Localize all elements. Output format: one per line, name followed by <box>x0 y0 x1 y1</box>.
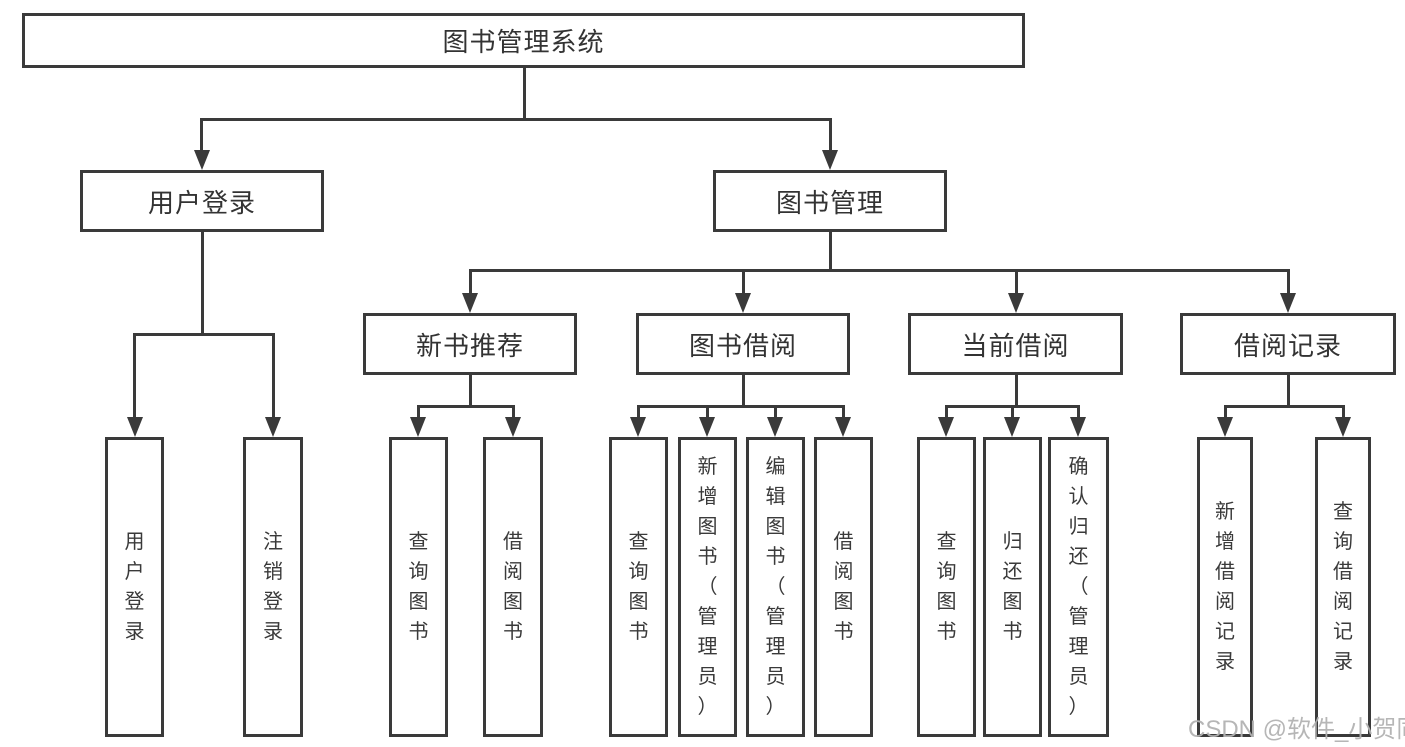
arrowhead-icon <box>1335 417 1351 437</box>
connector-line <box>842 405 845 419</box>
connector-line <box>523 66 526 121</box>
connector-line <box>1224 405 1345 408</box>
node-root: 图书管理系统 <box>22 13 1025 68</box>
connector-line <box>742 373 745 408</box>
node-user-login-branch: 用户登录 <box>80 170 324 232</box>
connector-line <box>637 405 640 419</box>
connector-line <box>1287 373 1290 408</box>
node-label: 归 还 图 书 <box>1002 531 1023 643</box>
leaf-add-borrow-record: 新 增 借 阅 记 录 <box>1197 437 1253 737</box>
node-label: 注 销 登 录 <box>263 531 283 643</box>
connector-line <box>945 405 948 419</box>
arrowhead-icon <box>194 150 210 170</box>
connector-line <box>637 405 845 408</box>
arrowhead-icon <box>505 417 521 437</box>
arrowhead-icon <box>1004 417 1020 437</box>
node-label: 用 户 登 录 <box>124 531 145 643</box>
connector-line <box>133 333 275 336</box>
connector-line <box>201 230 204 336</box>
arrowhead-icon <box>630 417 646 437</box>
node-label: 借 阅 图 书 <box>833 531 854 643</box>
node-label: 编 辑 图 书 （ 管 理 员 ） <box>765 456 786 718</box>
node-label: 新 增 图 书 （ 管 理 员 ） <box>697 456 718 718</box>
connector-line <box>1287 269 1290 295</box>
node-label: 查 询 图 书 <box>936 531 957 643</box>
connector-line <box>512 405 515 419</box>
node-label: 图书管理系统 <box>442 27 605 57</box>
node-label: 确 认 归 还 （ 管 理 员 ） <box>1068 456 1089 718</box>
node-current-borrowing: 当前借阅 <box>908 313 1123 375</box>
connector-line <box>829 118 832 152</box>
connector-line <box>417 405 420 419</box>
arrowhead-icon <box>735 293 751 313</box>
arrowhead-icon <box>265 417 281 437</box>
csdn-watermark: CSDN @软件_小贺同学 <box>1188 716 1405 743</box>
connector-line <box>1015 373 1018 408</box>
arrowhead-icon <box>127 417 143 437</box>
arrowhead-icon <box>767 417 783 437</box>
arrowhead-icon <box>699 417 715 437</box>
connector-line <box>706 405 709 419</box>
connector-line <box>742 269 745 295</box>
leaf-current-query-books: 查 询 图 书 <box>917 437 976 737</box>
connector-line <box>1015 269 1018 295</box>
arrowhead-icon <box>410 417 426 437</box>
node-new-book-recommend: 新书推荐 <box>363 313 577 375</box>
arrowhead-icon <box>1008 293 1024 313</box>
connector-line <box>469 269 1290 272</box>
node-label: 查 询 图 书 <box>628 531 649 643</box>
leaf-borrow-books: 借 阅 图 书 <box>814 437 873 737</box>
arrowhead-icon <box>835 417 851 437</box>
arrowhead-icon <box>1070 417 1086 437</box>
arrowhead-icon <box>1280 293 1296 313</box>
arrowhead-icon <box>822 150 838 170</box>
leaf-borrowing-query-books: 查 询 图 书 <box>609 437 668 737</box>
connector-line <box>272 333 275 419</box>
connector-line <box>1011 405 1014 419</box>
connector-line <box>1224 405 1227 419</box>
leaf-logout: 注 销 登 录 <box>243 437 303 737</box>
leaf-edit-books-admin: 编 辑 图 书 （ 管 理 员 ） <box>746 437 805 737</box>
arrowhead-icon <box>462 293 478 313</box>
connector-line <box>200 118 203 152</box>
leaf-query-borrow-record: 查 询 借 阅 记 录 <box>1315 437 1371 737</box>
node-label: 图书借阅 <box>688 330 797 361</box>
node-borrowing-records: 借阅记录 <box>1180 313 1396 375</box>
leaf-confirm-return-admin: 确 认 归 还 （ 管 理 员 ） <box>1048 437 1109 737</box>
node-label: 查 询 借 阅 记 录 <box>1333 501 1353 673</box>
connector-line <box>200 118 832 121</box>
arrowhead-icon <box>1217 417 1233 437</box>
node-book-management: 图书管理 <box>713 170 947 232</box>
leaf-recommend-borrow-books: 借 阅 图 书 <box>483 437 543 737</box>
node-label: 新 增 借 阅 记 录 <box>1215 501 1235 673</box>
connector-line <box>1077 405 1080 419</box>
connector-line <box>829 230 832 272</box>
node-label: 借 阅 图 书 <box>503 531 523 643</box>
connector-line <box>417 405 515 408</box>
connector-line <box>469 269 472 295</box>
connector-line <box>133 333 136 419</box>
node-label: 借阅记录 <box>1233 330 1342 361</box>
node-label: 用户登录 <box>147 187 256 218</box>
leaf-return-books: 归 还 图 书 <box>983 437 1042 737</box>
arrowhead-icon <box>938 417 954 437</box>
connector-line <box>1342 405 1345 419</box>
node-label: 图书管理 <box>775 187 884 218</box>
node-label: 当前借阅 <box>961 330 1070 361</box>
node-label: 查 询 图 书 <box>408 531 429 643</box>
node-label: 新书推荐 <box>415 330 524 361</box>
leaf-user-login: 用 户 登 录 <box>105 437 164 737</box>
connector-line <box>774 405 777 419</box>
connector-line <box>469 373 472 408</box>
node-book-borrowing: 图书借阅 <box>636 313 850 375</box>
leaf-recommend-query-books: 查 询 图 书 <box>389 437 448 737</box>
leaf-add-books-admin: 新 增 图 书 （ 管 理 员 ） <box>678 437 737 737</box>
